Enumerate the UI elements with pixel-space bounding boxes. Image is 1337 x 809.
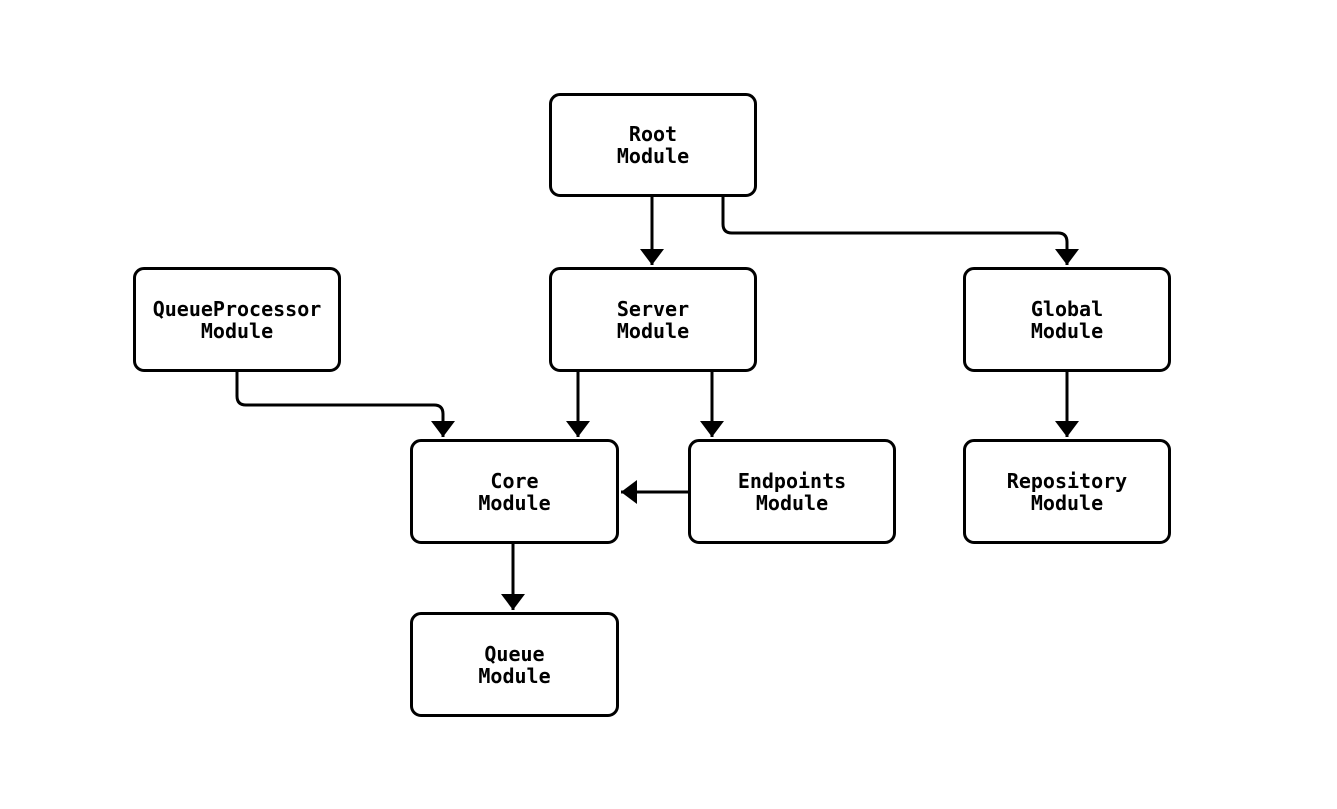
node-label-core: Core Module	[478, 468, 551, 515]
node-label-queue: Queue Module	[478, 641, 551, 688]
node-label-server: Server Module	[616, 296, 690, 343]
node-label-global: Global Module	[1030, 296, 1104, 343]
node-queue: Queue Module	[410, 612, 619, 717]
node-label-root: Root Module	[616, 122, 690, 168]
edges	[235, 197, 1079, 610]
node-queueprocessor: QueueProcessor Module	[133, 267, 341, 372]
node-label-endpoints: Endpoints Module	[737, 468, 847, 515]
node-global: Global Module	[963, 267, 1171, 372]
node-label-repository: Repository Module	[1006, 468, 1128, 515]
node-endpoints: Endpoints Module	[688, 439, 896, 544]
edge-queueprocessor-core	[235, 372, 455, 437]
edge-root-global	[721, 197, 1079, 265]
node-core: Core Module	[410, 439, 619, 544]
node-root: Root Module	[549, 93, 757, 197]
node-server: Server Module	[549, 267, 757, 372]
node-repository: Repository Module	[963, 439, 1171, 544]
node-label-queueprocessor: QueueProcessor Module	[152, 296, 322, 343]
